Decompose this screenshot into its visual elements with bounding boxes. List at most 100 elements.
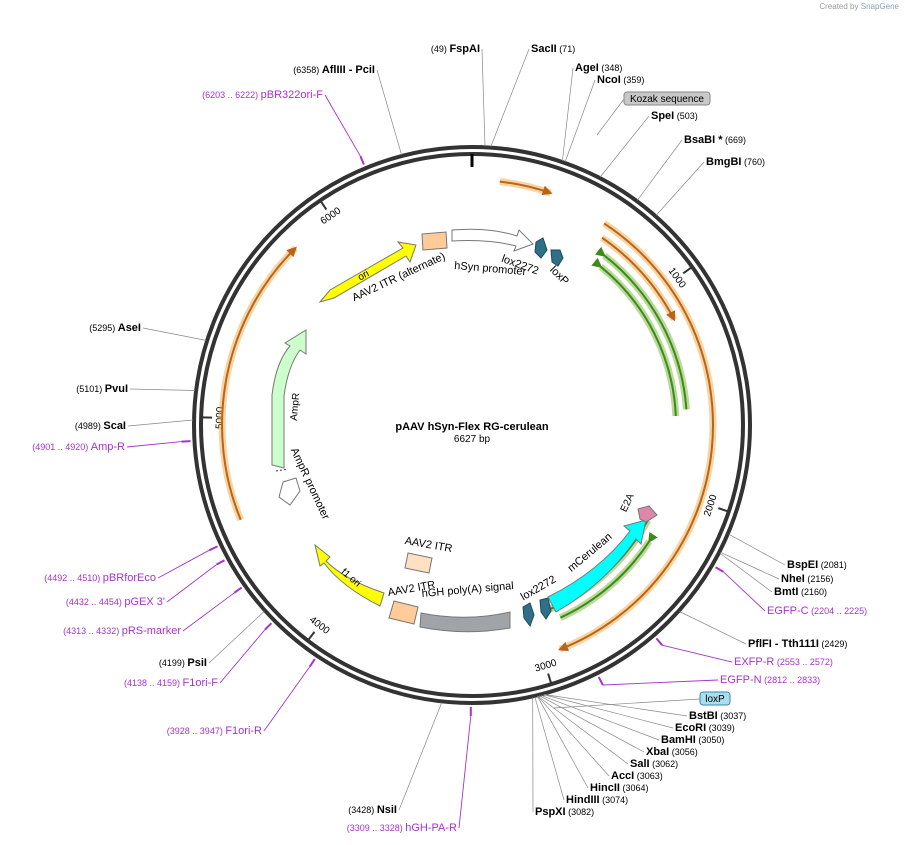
restriction-site-label[interactable]: NheI (2156)	[781, 573, 833, 585]
restriction-site-label[interactable]: AgeI (348)	[575, 62, 622, 74]
site-leader-line	[208, 611, 265, 664]
primer-range: (3309 .. 3328)	[347, 823, 406, 833]
restriction-site-label[interactable]: (4199) PsiI	[159, 657, 207, 669]
site-name: BstBI	[689, 710, 718, 722]
primer-label[interactable]: EGFP-C (2204 .. 2225)	[767, 605, 867, 617]
primer-label[interactable]: EXFP-R (2553 .. 2572)	[734, 656, 833, 668]
ori-feature[interactable]	[318, 241, 417, 303]
primer-label[interactable]: (3928 .. 3947) F1ori-R	[167, 725, 262, 737]
primer-binding-mark	[715, 566, 724, 573]
restriction-site-label[interactable]: SalI (3062)	[630, 758, 678, 770]
restriction-site-label[interactable]: XbaI (3056)	[646, 746, 698, 758]
position-tick	[307, 631, 316, 641]
e2a-feature[interactable]	[637, 505, 658, 523]
feature-label: loxP	[547, 264, 571, 288]
hsyn-promoter-feature[interactable]	[451, 228, 534, 252]
restriction-site-label[interactable]: AccI (3063)	[611, 770, 663, 782]
restriction-site-label[interactable]: SacII (71)	[531, 43, 575, 55]
restriction-site-label[interactable]: BspEI (2081)	[787, 559, 847, 571]
mcerulean-feature[interactable]	[547, 519, 647, 613]
hgh-polya-feature[interactable]	[419, 611, 511, 633]
site-leader-line	[481, 48, 486, 147]
lox2272-top-feature[interactable]	[534, 237, 548, 259]
restriction-site-label[interactable]: NcoI (359)	[597, 74, 644, 86]
restriction-site-label[interactable]: BmgBI (760)	[706, 156, 765, 168]
primer-label[interactable]: (4313 .. 4332) pRS-marker	[63, 625, 181, 637]
site-name: XbaI	[646, 746, 669, 758]
restriction-site-label[interactable]: PspXI (3082)	[535, 806, 594, 818]
restriction-site-label[interactable]: PflFI - Tth111I (2429)	[748, 638, 847, 650]
site-name: HincII	[590, 782, 620, 794]
site-name: AccI	[611, 770, 634, 782]
site-name: BamHI	[661, 734, 696, 746]
ampr-feature[interactable]	[271, 329, 307, 469]
feature-label: E2A	[619, 492, 637, 514]
restriction-site-label[interactable]: (4989) ScaI	[75, 420, 126, 432]
orf-arrow[interactable]	[591, 257, 677, 417]
orf-arrow[interactable]	[595, 246, 688, 410]
primer-label[interactable]: (4492 .. 4510) pBRforEco	[44, 572, 156, 584]
primer-name: EXFP-R	[734, 656, 774, 668]
site-position: (4989)	[75, 421, 104, 431]
site-position: (3428)	[348, 805, 377, 815]
site-position: (760)	[741, 157, 765, 167]
restriction-site-label[interactable]: HindIII (3074)	[566, 794, 628, 806]
primer-label[interactable]: (4432 .. 4454) pGEX 3'	[66, 596, 165, 608]
primer-range: (4432 .. 4454)	[66, 597, 125, 607]
restriction-site-label[interactable]: BamHI (3050)	[661, 734, 724, 746]
loxp-bottom-feature[interactable]	[539, 597, 552, 620]
site-name: PflFI - Tth111I	[748, 638, 819, 650]
site-leader-line	[564, 79, 596, 163]
restriction-site-label[interactable]: (3428) NsiI	[348, 804, 397, 816]
f1-ori-feature[interactable]	[314, 543, 385, 607]
aav2-itr-lower-feature[interactable]	[388, 600, 419, 625]
ampr-promoter-feature[interactable]	[278, 477, 301, 506]
primer-name: EGFP-N	[720, 674, 762, 686]
primer-label[interactable]: (4901 .. 4920) Amp-R	[32, 441, 125, 453]
primer-label[interactable]: (3309 .. 3328) hGH-PA-R	[347, 822, 457, 834]
restriction-site-label[interactable]: BsaBI * (669)	[684, 134, 746, 146]
site-position: (2160)	[798, 587, 827, 597]
site-name: PvuI	[105, 383, 128, 395]
boxed-feature-label[interactable]: loxP	[705, 694, 725, 705]
restriction-site-label[interactable]: BstBI (3037)	[689, 710, 746, 722]
primer-label[interactable]: EGFP-N (2812 .. 2833)	[720, 674, 820, 686]
aav2-itr-upper-feature[interactable]	[404, 552, 433, 574]
site-position: (2081)	[818, 560, 847, 570]
orf-arrow[interactable]	[557, 222, 714, 652]
primer-leader-line	[722, 571, 766, 612]
position-tick	[547, 673, 553, 684]
site-position: (3039)	[706, 723, 735, 733]
restriction-site-label[interactable]: HincII (3064)	[590, 782, 648, 794]
orf-arrow[interactable]	[601, 236, 676, 322]
orf-arrow[interactable]	[221, 246, 297, 521]
boxed-feature-label[interactable]: Kozak sequence	[630, 94, 704, 105]
aav2-itr-alternate-feature[interactable]	[421, 231, 448, 251]
site-position: (3063)	[634, 771, 663, 781]
primer-binding-mark	[359, 155, 365, 165]
restriction-site-label[interactable]: (5295) AseI	[89, 322, 141, 334]
boxed-label-background	[699, 691, 731, 706]
feature-label: AAV2 ITR	[404, 535, 453, 555]
restriction-site-label[interactable]: (49) FspAI	[431, 43, 480, 55]
primer-binding-mark	[597, 676, 604, 686]
primer-label[interactable]: (4138 .. 4159) F1ori-F	[124, 677, 218, 689]
site-position: (359)	[621, 75, 645, 85]
restriction-site-label[interactable]: (5101) PvuI	[76, 383, 128, 395]
feature-label: hGH poly(A) signal	[421, 580, 514, 600]
site-name: FspAI	[449, 43, 480, 55]
restriction-site-label[interactable]: (6358) AflIII - PciI	[293, 64, 375, 76]
orf-arrow[interactable]	[499, 180, 553, 196]
restriction-site-label[interactable]: BmtI (2160)	[774, 586, 827, 598]
lox2272-bottom-feature[interactable]	[522, 602, 535, 628]
site-position: (2156)	[805, 574, 834, 584]
site-name: NcoI	[597, 74, 621, 86]
restriction-site-label[interactable]: SpeI (503)	[651, 110, 698, 122]
primer-name: pBR322ori-F	[261, 89, 324, 101]
site-leader-line	[376, 69, 402, 156]
position-tick-label: 4000	[307, 614, 332, 636]
loxp-top-feature[interactable]	[550, 249, 564, 267]
restriction-site-label[interactable]: EcoRI (3039)	[675, 722, 735, 734]
primer-label[interactable]: (6203 .. 6222) pBR322ori-F	[202, 89, 323, 101]
orf-arrow[interactable]	[559, 531, 658, 619]
